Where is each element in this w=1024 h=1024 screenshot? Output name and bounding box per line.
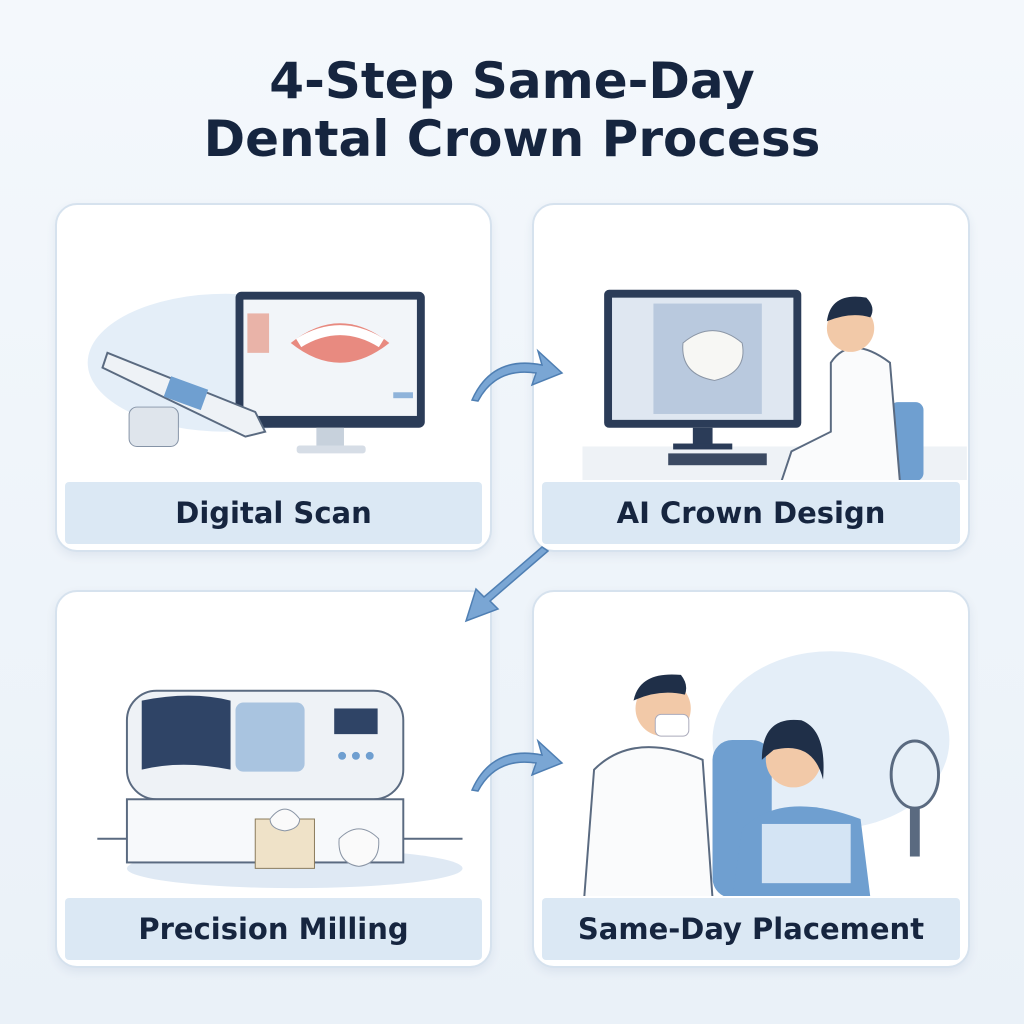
step-card-same-day-placement: Same-Day Placement (532, 590, 970, 968)
step-label: Precision Milling (65, 898, 482, 960)
step-card-precision-milling: Precision Milling (55, 590, 492, 968)
step-card-digital-scan: Digital Scan (55, 203, 492, 552)
milling-machine-icon (97, 689, 463, 889)
page-title: 4-Step Same-Day Dental Crown Process (0, 52, 1024, 168)
arrow-right-icon (470, 348, 564, 402)
step-label: Same-Day Placement (542, 898, 960, 960)
intraoral-scanner-monitor-icon (87, 291, 425, 454)
step-label: Digital Scan (65, 482, 482, 544)
step-label: AI Crown Design (542, 482, 960, 544)
dentist-computer-design-icon (582, 289, 967, 480)
title-line-2: Dental Crown Process (203, 110, 821, 168)
dentist-patient-mirror-icon (583, 651, 950, 896)
arrow-diagonal-icon (464, 546, 550, 623)
title-line-1: 4-Step Same-Day (269, 52, 755, 110)
step-card-ai-crown-design: AI Crown Design (532, 203, 970, 552)
arrow-right-icon (470, 738, 564, 792)
